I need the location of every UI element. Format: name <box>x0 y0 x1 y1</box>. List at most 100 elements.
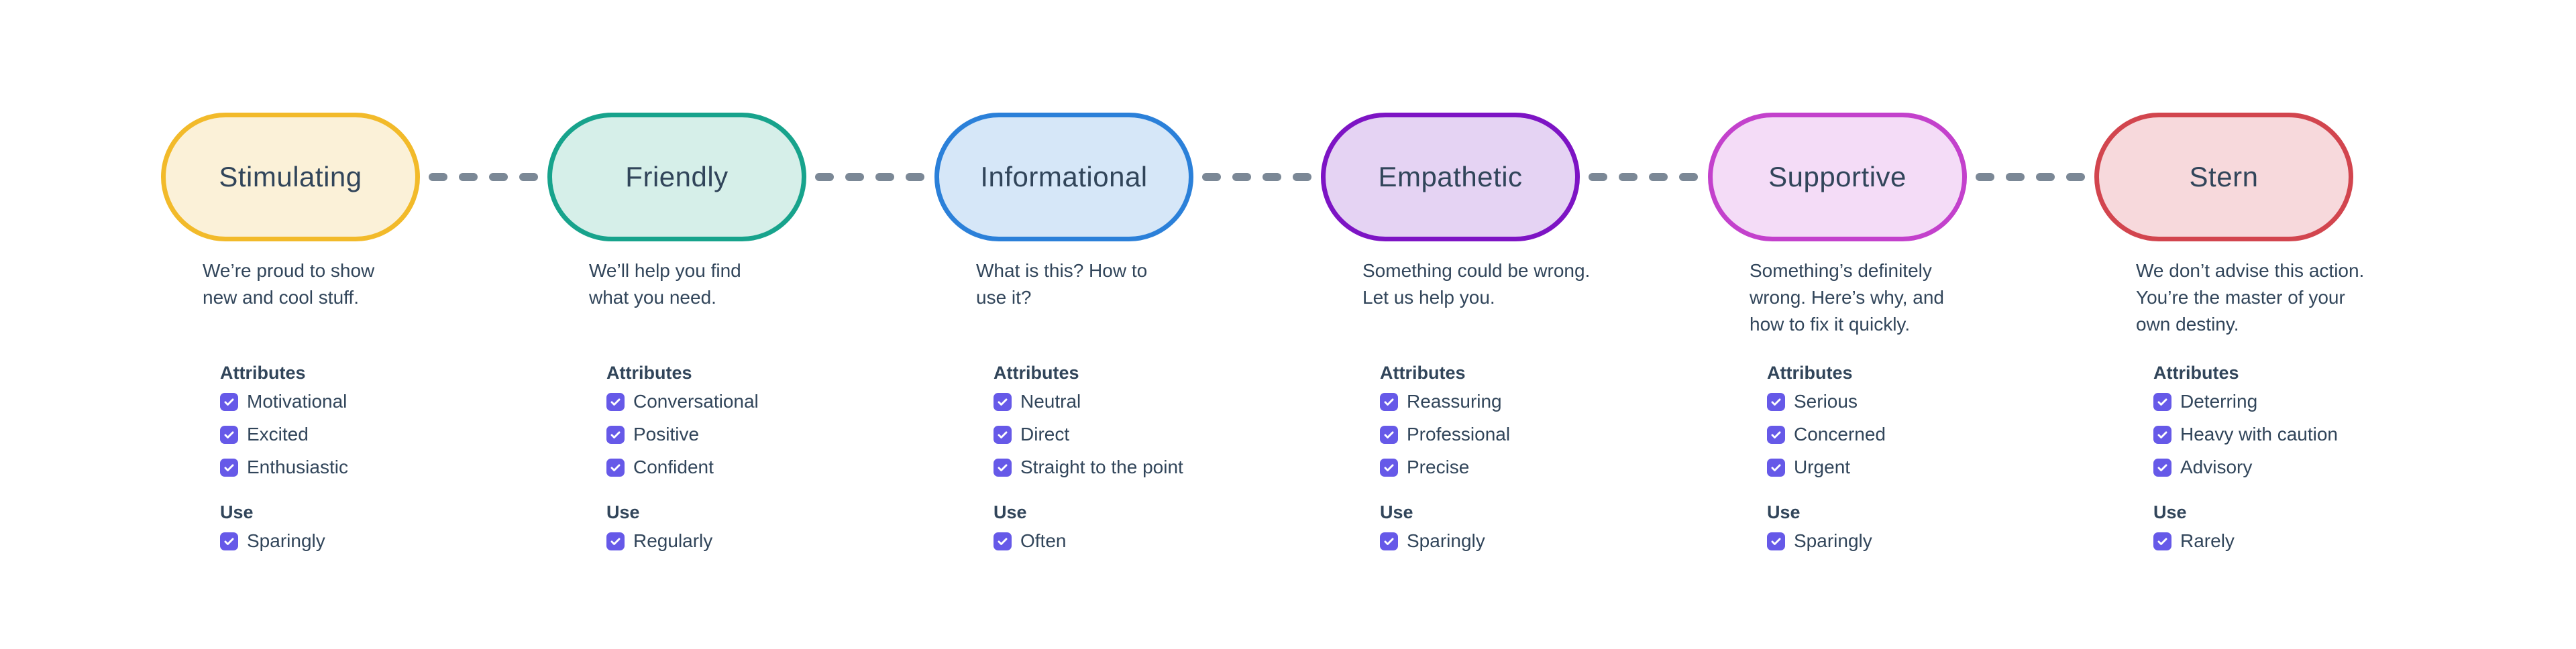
check-icon <box>1771 538 1781 545</box>
checkbox[interactable] <box>220 425 238 444</box>
check-icon <box>998 464 1008 471</box>
tone-connector <box>1202 173 1311 181</box>
use-item: Regularly <box>606 530 928 552</box>
checkbox[interactable] <box>1767 458 1785 477</box>
attribute-item: Enthusiastic <box>220 457 542 478</box>
checkbox[interactable] <box>606 392 625 411</box>
use-label: Rarely <box>2180 530 2235 551</box>
connector-dash <box>2006 173 2025 181</box>
tone-column-empathetic: Empathetic Something could be wrong. Let… <box>1321 0 1590 649</box>
attribute-item: Reassuring <box>1380 391 1702 412</box>
tone-checklist: Attributes Reassuring Professional Preci… <box>1380 361 1702 563</box>
attributes-heading: Attributes <box>1380 363 1466 383</box>
connector-dash <box>845 173 864 181</box>
checkbox[interactable] <box>994 458 1012 477</box>
checkbox[interactable] <box>220 532 238 550</box>
tone-description: What is this? How to use it? <box>976 260 1148 308</box>
attribute-item: Professional <box>1380 424 1702 445</box>
checkbox[interactable] <box>2153 425 2171 444</box>
checkbox[interactable] <box>994 425 1012 444</box>
attribute-item: Conversational <box>606 391 928 412</box>
checkbox[interactable] <box>1767 425 1785 444</box>
check-icon <box>224 398 234 406</box>
attribute-label: Conversational <box>633 391 759 412</box>
checkbox[interactable] <box>606 425 625 444</box>
connector-dash <box>1976 173 1994 181</box>
connector-dash <box>1589 173 1607 181</box>
checkbox[interactable] <box>2153 392 2171 411</box>
use-label: Often <box>1020 530 1067 551</box>
use-item: Often <box>994 530 1316 552</box>
attribute-label: Excited <box>247 424 309 445</box>
tone-description: Something’s definitely wrong. Here’s why… <box>1750 260 1944 335</box>
tone-pill-empathetic: Empathetic <box>1321 113 1580 241</box>
use-label: Sparingly <box>1794 530 1872 551</box>
checkbox[interactable] <box>220 458 238 477</box>
attributes-heading: Attributes <box>1767 363 1853 383</box>
attribute-item: Confident <box>606 457 928 478</box>
use-heading: Use <box>606 502 640 522</box>
tone-pill-stimulating: Stimulating <box>161 113 420 241</box>
use-item: Sparingly <box>1767 530 2089 552</box>
tone-description: We don’t advise this action. You’re the … <box>2136 260 2365 335</box>
attribute-item: Heavy with caution <box>2153 424 2475 445</box>
attribute-label: Direct <box>1020 424 1070 445</box>
attribute-item: Precise <box>1380 457 1702 478</box>
attribute-label: Neutral <box>1020 391 1081 412</box>
check-icon <box>224 538 234 545</box>
check-icon <box>610 538 621 545</box>
checkbox[interactable] <box>1380 458 1398 477</box>
checkbox[interactable] <box>1380 532 1398 550</box>
attribute-label: Serious <box>1794 391 1858 412</box>
checkbox[interactable] <box>606 458 625 477</box>
tone-pill-supportive: Supportive <box>1708 113 1967 241</box>
connector-dash <box>1679 173 1698 181</box>
checkbox[interactable] <box>994 392 1012 411</box>
tone-column-supportive: Supportive Something’s definitely wrong.… <box>1708 0 1967 649</box>
use-label: Sparingly <box>1407 530 1485 551</box>
checkbox[interactable] <box>2153 532 2171 550</box>
attribute-label: Urgent <box>1794 457 1851 477</box>
use-item: Rarely <box>2153 530 2475 552</box>
checkbox[interactable] <box>1767 532 1785 550</box>
connector-dash <box>1202 173 1221 181</box>
attribute-label: Deterring <box>2180 391 2258 412</box>
attribute-item: Concerned <box>1767 424 2089 445</box>
tone-column-stern: Stern We don’t advise this action. You’r… <box>2094 0 2364 649</box>
checkbox[interactable] <box>220 392 238 411</box>
attribute-label: Precise <box>1407 457 1470 477</box>
checkbox[interactable] <box>1767 392 1785 411</box>
tone-description: Something could be wrong. Let us help yo… <box>1362 260 1591 308</box>
connector-dash <box>1649 173 1668 181</box>
tone-pill-informational: Informational <box>934 113 1193 241</box>
tone-pill-friendly: Friendly <box>547 113 806 241</box>
attribute-item: Serious <box>1767 391 2089 412</box>
attribute-item: Deterring <box>2153 391 2475 412</box>
use-heading: Use <box>2153 502 2187 522</box>
attribute-label: Straight to the point <box>1020 457 1183 477</box>
attribute-item: Straight to the point <box>994 457 1316 478</box>
check-icon <box>1771 464 1781 471</box>
tone-connector <box>429 173 538 181</box>
checkbox[interactable] <box>2153 458 2171 477</box>
connector-dash <box>519 173 538 181</box>
attributes-heading: Attributes <box>220 363 306 383</box>
tone-pill-stern: Stern <box>2094 113 2353 241</box>
check-icon <box>610 464 621 471</box>
checkbox[interactable] <box>994 532 1012 550</box>
attributes-heading: Attributes <box>994 363 1079 383</box>
connector-dash <box>1619 173 1638 181</box>
check-icon <box>2157 538 2167 545</box>
attribute-item: Direct <box>994 424 1316 445</box>
checkbox[interactable] <box>606 532 625 550</box>
checkbox[interactable] <box>1380 392 1398 411</box>
tone-column-friendly: Friendly We’ll help you find what you ne… <box>547 0 806 649</box>
connector-dash <box>1263 173 1281 181</box>
check-icon <box>1384 398 1394 406</box>
connector-dash <box>2066 173 2085 181</box>
connector-dash <box>429 173 447 181</box>
tone-pill-label: Stern <box>2189 161 2259 192</box>
checkbox[interactable] <box>1380 425 1398 444</box>
check-icon <box>1384 431 1394 438</box>
attribute-item: Excited <box>220 424 542 445</box>
